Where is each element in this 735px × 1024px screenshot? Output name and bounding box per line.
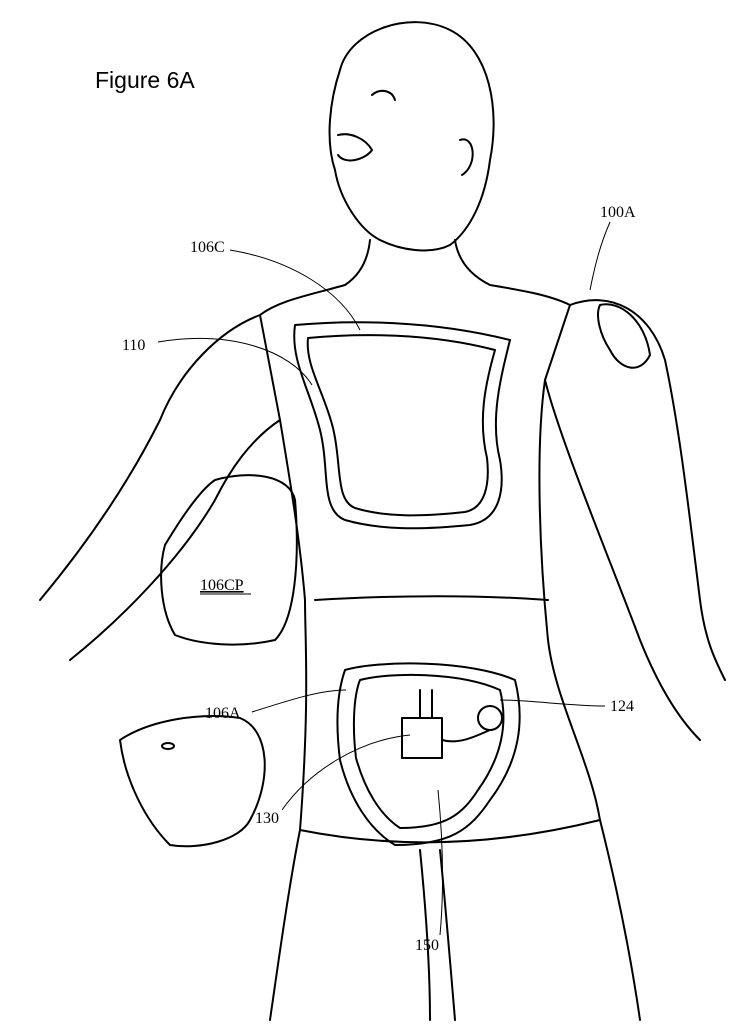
figure-title: Figure 6A xyxy=(95,67,195,93)
module-130 xyxy=(402,718,442,758)
manikin-head xyxy=(330,22,494,250)
chest-window xyxy=(294,322,510,528)
label-124: 124 xyxy=(610,698,634,715)
label-106cp: 106CP xyxy=(200,577,244,594)
connector-124 xyxy=(478,706,502,730)
label-106a: 106A xyxy=(205,705,241,722)
label-130: 130 xyxy=(255,810,279,827)
chest-plate-106cp xyxy=(161,475,297,644)
left-arm xyxy=(40,315,280,660)
removed-abdomen-plate xyxy=(120,716,265,846)
manikin-legs xyxy=(270,820,640,1020)
label-106c: 106C xyxy=(190,239,225,256)
right-arm xyxy=(545,300,725,740)
label-150: 150 xyxy=(415,937,439,954)
manikin-neck xyxy=(345,240,490,285)
label-110: 110 xyxy=(122,337,145,354)
abdomen-window xyxy=(338,663,520,845)
label-100a: 100A xyxy=(600,204,636,221)
